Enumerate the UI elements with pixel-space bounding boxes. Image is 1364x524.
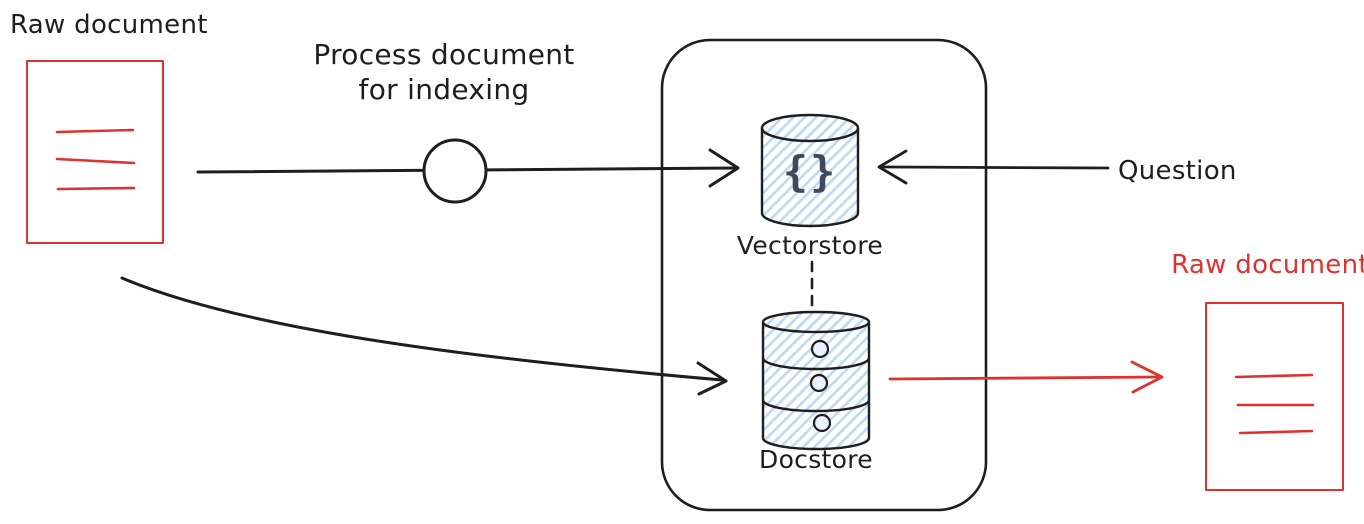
document-text-line [55, 128, 135, 134]
retrieve-arrow-line [888, 375, 1160, 381]
cylinder-separator [761, 356, 871, 371]
process-circle-node [422, 138, 488, 204]
question-arrow-line [880, 165, 1110, 170]
retrieve-arrow-head [1130, 360, 1164, 394]
cylinder-separator [761, 398, 871, 413]
raw-document-left-label: Raw document [10, 10, 208, 40]
braces-icon: {} [783, 147, 838, 196]
raw-document-right-label: Raw document [1171, 250, 1364, 280]
document-text-line [1238, 429, 1314, 435]
store-arrow-line [120, 276, 724, 382]
document-text-line [56, 186, 136, 191]
index-container [660, 38, 988, 512]
process-step-label-line1: Process document [313, 38, 574, 71]
cylinder-body [760, 128, 860, 228]
store-arrow-head [696, 361, 728, 396]
store-arrow [120, 276, 728, 396]
document-outline [26, 60, 164, 244]
docstore-cylinder [761, 310, 871, 451]
vectorstore-cylinder: {} [760, 113, 860, 228]
document-outline [1205, 302, 1344, 491]
process-step-label: Process document for indexing [313, 38, 574, 106]
question-arrow-head [877, 149, 908, 185]
docstore-label: Docstore [759, 445, 873, 474]
record-dot [810, 339, 830, 359]
raw-document-right-shape [1205, 302, 1344, 491]
document-text-line [55, 157, 136, 165]
cylinder-top [760, 113, 860, 143]
raw-document-left-shape [26, 60, 164, 244]
record-dot [809, 373, 829, 393]
cylinder-top [761, 310, 871, 334]
question-label: Question [1118, 156, 1237, 186]
document-text-line [1234, 373, 1314, 379]
retrieve-arrow [888, 360, 1164, 394]
record-dot [812, 413, 832, 433]
index-arrow-head [708, 148, 740, 188]
question-arrow [877, 149, 1110, 185]
vectorstore-label: Vectorstore [737, 231, 883, 260]
process-step-label-line2: for indexing [359, 73, 530, 106]
